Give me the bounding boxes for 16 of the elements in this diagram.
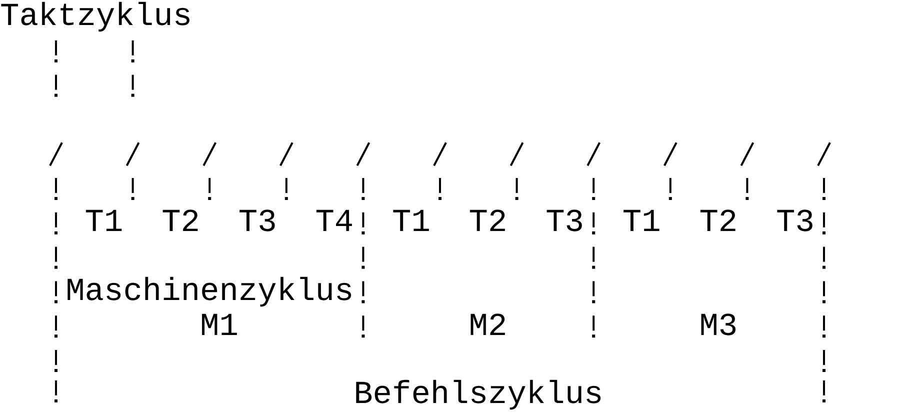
clock-cycle-label: T4 xyxy=(315,207,354,240)
clock-cycle-label: T1 xyxy=(622,207,661,240)
machine-cycle-label: M1 xyxy=(200,310,238,343)
clock-cycle-label: T2 xyxy=(162,207,200,240)
clock-cycle-label: T2 xyxy=(468,207,508,240)
cycle-label: Befehlszyklus xyxy=(354,379,604,412)
clock-cycle-label: T3 xyxy=(776,207,814,240)
machine-cycle-label: M2 xyxy=(468,310,508,343)
clock-cycle-label: T3 xyxy=(546,207,584,240)
clock-cycle-label: T2 xyxy=(699,207,738,240)
clock-cycle-label: T1 xyxy=(392,207,430,240)
clock-cycle-label: T1 xyxy=(84,207,124,240)
cycle-label: Maschinenzyklus xyxy=(66,276,354,308)
clock-cycle-label: T3 xyxy=(238,207,277,240)
machine-cycle-label: M3 xyxy=(699,310,738,343)
cycle-label: Taktzyklus xyxy=(0,1,192,33)
